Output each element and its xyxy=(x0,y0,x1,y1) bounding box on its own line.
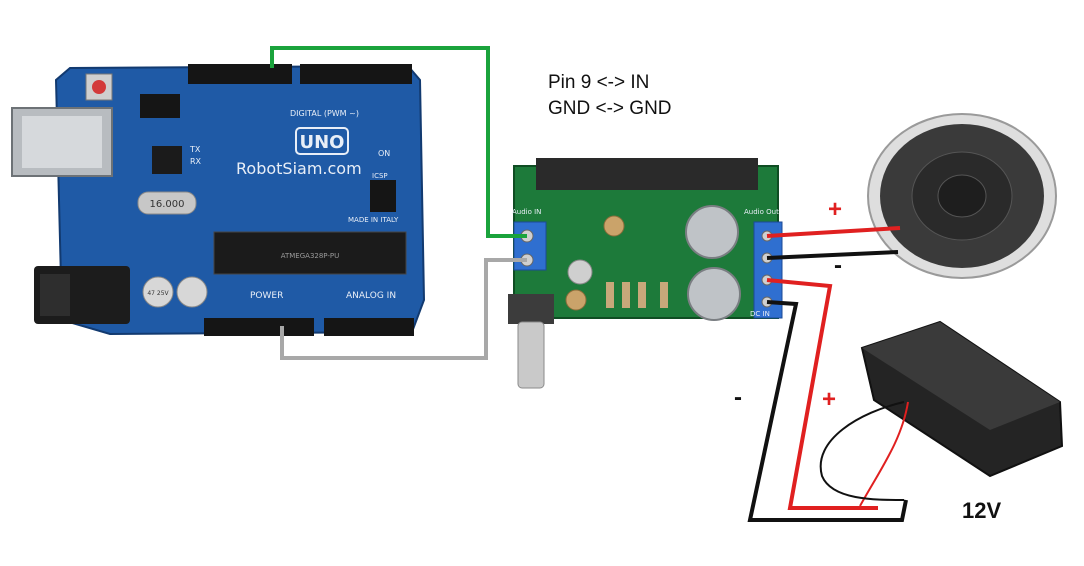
power-label: POWER xyxy=(250,291,283,301)
speaker-plus-sign: + xyxy=(828,196,843,223)
digital-header-right xyxy=(300,64,412,84)
battery-voltage-label: 12V xyxy=(962,498,1002,523)
audio-out-label: Audio Out xyxy=(744,208,779,216)
capacitor-right xyxy=(176,276,208,308)
arduino-brand: RobotSiam.com xyxy=(236,159,362,178)
analog-label: ANALOG IN xyxy=(346,291,396,301)
digital-header-left xyxy=(188,64,292,84)
tx-label: TX xyxy=(189,145,201,154)
wire-gnd-to-gnd xyxy=(280,258,527,360)
amp-capacitor-bottom xyxy=(687,267,741,321)
battery-plus-sign: + xyxy=(822,386,837,413)
amp-capacitor-small xyxy=(567,259,593,285)
on-label: ON xyxy=(378,149,390,158)
digital-label: DIGITAL (PWM ~) xyxy=(290,109,359,118)
atmega-chip xyxy=(213,231,407,275)
power-header xyxy=(204,318,314,336)
volume-potentiometer xyxy=(508,294,554,324)
uno-logo-box xyxy=(295,127,349,155)
arduino-uno-board: UNO RobotSiam.com DIGITAL (PWM ~) POWER … xyxy=(11,64,426,336)
crystal-label: 16.000 xyxy=(150,199,185,210)
chip-label: ATMEGA328P-PU xyxy=(281,252,340,260)
speaker-minus-sign: - xyxy=(834,252,842,279)
wire-speaker-positive xyxy=(766,226,901,238)
reset-button xyxy=(85,73,113,101)
rx-label: RX xyxy=(190,157,202,166)
uno-logo-text: UNO xyxy=(300,132,345,153)
battery-minus-sign: - xyxy=(734,384,742,411)
wire-pin9-to-in xyxy=(270,46,527,238)
icsp-header xyxy=(370,180,396,212)
wire-dc-positive xyxy=(766,278,878,510)
battery-lead-red xyxy=(859,401,909,507)
capacitor-left xyxy=(142,276,174,308)
icsp-label: ICSP xyxy=(372,172,388,180)
wire-dc-negative xyxy=(747,300,908,522)
battery-pack xyxy=(860,320,1064,478)
capacitor-label: 47 25V xyxy=(147,290,169,297)
connection-note-pin9: Pin 9 <-> IN xyxy=(548,72,650,93)
connection-note-gnd: GND <-> GND xyxy=(548,98,672,119)
wire-speaker-negative xyxy=(766,250,899,260)
speaker xyxy=(867,113,1057,279)
battery-lead-black xyxy=(819,401,905,501)
amplifier-module: Audio IN Audio Out DC IN xyxy=(508,158,783,389)
dc-in-label: DC IN xyxy=(750,310,770,318)
heatsink xyxy=(536,158,758,190)
analog-header xyxy=(324,318,414,336)
usb-chip xyxy=(152,146,182,174)
crystal xyxy=(137,191,197,215)
made-in-label: MADE IN ITALY xyxy=(348,216,399,224)
amp-capacitor-top xyxy=(685,205,739,259)
audio-in-label: Audio IN xyxy=(512,208,541,216)
